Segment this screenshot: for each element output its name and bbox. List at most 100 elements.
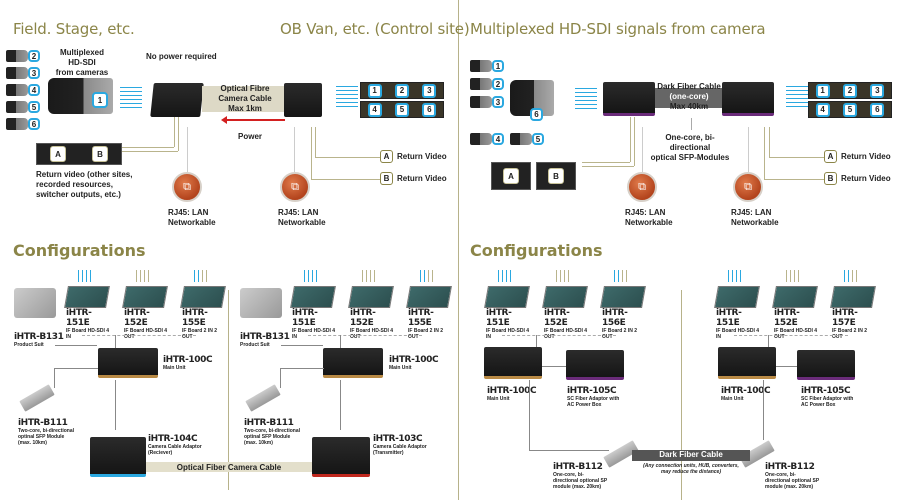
adaptor-desc: SC Fiber Adaptor with bbox=[567, 396, 620, 402]
sfp-desc: optinal SFP Module bbox=[244, 434, 291, 440]
adaptor-link bbox=[542, 366, 566, 367]
return-line bbox=[769, 127, 770, 157]
dark-fiber-cable bbox=[655, 88, 723, 108]
if-board: iHTR-151E IF Board HD-SDI 4 IN bbox=[290, 270, 338, 340]
return-label: Return Video bbox=[841, 151, 891, 161]
if-board: iHTR-151E IF Board HD-SDI 4 IN bbox=[64, 270, 112, 340]
return-line bbox=[769, 157, 824, 158]
return-line bbox=[634, 117, 635, 166]
sfp-desc: directional optional SP bbox=[553, 478, 608, 484]
adaptor-label: iHTR-104C Camera Cable Adaptor (Reciever… bbox=[148, 434, 202, 456]
lan-line bbox=[748, 127, 749, 172]
return-id: A bbox=[824, 150, 837, 163]
main-unit bbox=[98, 348, 158, 378]
lan-line bbox=[294, 127, 295, 172]
sfp-note-line: optical SFP-Modules bbox=[650, 153, 730, 162]
fiber-unit-left bbox=[603, 82, 655, 116]
dark-fiber-cable-bar: Dark Fiber Cable bbox=[632, 450, 750, 461]
sc-fiber-adaptor bbox=[566, 350, 624, 380]
lan-line-1: RJ45: LAN bbox=[168, 208, 209, 217]
main-model: iHTR-100C bbox=[163, 355, 213, 365]
if-board: iHTR-155E IF Board 2 IN 2 OUT bbox=[180, 270, 228, 340]
board-group: iHTR-151E IF Board HD-SDI 4 IN iHTR-152E… bbox=[484, 270, 648, 340]
mux-label-line1: Multiplexed HD-SDI bbox=[59, 48, 104, 67]
bus-line bbox=[768, 335, 769, 347]
sc-fiber-adaptor bbox=[797, 350, 855, 380]
board-image bbox=[600, 286, 646, 308]
camera-number: 5 bbox=[532, 133, 544, 145]
field-camera-list: 2 3 4 5 6 bbox=[6, 50, 40, 130]
lan-line-1: RJ45: LAN bbox=[278, 208, 319, 217]
return-line bbox=[582, 166, 634, 167]
rack-number: 1 bbox=[815, 83, 830, 98]
board-model: iHTR-151E bbox=[66, 308, 92, 328]
return-line bbox=[122, 151, 178, 152]
camera-cable-adaptor-transmitter bbox=[312, 437, 370, 477]
mux-signals-title: Multiplexed HD-SDI signals from camera bbox=[470, 20, 766, 38]
main-model: iHTR-100C bbox=[721, 386, 771, 396]
mux-label: Multiplexed HD-SDI from cameras bbox=[52, 48, 112, 78]
main-unit-label: iHTR-100C Main Unit bbox=[721, 386, 771, 402]
rack-number: 1 bbox=[367, 83, 382, 98]
lan-network-icon: ⧉ bbox=[733, 172, 763, 202]
board-group: iHTR-151E IF Board HD-SDI 4 IN iHTR-152E… bbox=[714, 270, 878, 340]
return-input-b: B Return Video bbox=[380, 172, 447, 185]
lan-line bbox=[187, 127, 188, 172]
config-title-left: Configurations bbox=[13, 241, 146, 260]
return-line bbox=[122, 147, 174, 148]
lan-line-1: RJ45: LAN bbox=[731, 208, 772, 217]
main-unit-label: iHTR-100C Main Unit bbox=[487, 386, 537, 402]
sfp-desc: Two-core, bi-directional bbox=[244, 428, 301, 434]
board-bus bbox=[734, 335, 848, 336]
rack-number: 6 bbox=[422, 102, 437, 117]
rack-number: 2 bbox=[394, 83, 409, 98]
board-desc: IF Board HD-SDI 4 OUT bbox=[544, 328, 588, 340]
return-line bbox=[630, 117, 631, 162]
board-image bbox=[64, 286, 110, 308]
main-desc: Main Unit bbox=[389, 365, 412, 371]
adaptor-line bbox=[115, 380, 116, 430]
dark-fiber-note: (Any connection units, HUB, converters, … bbox=[630, 463, 752, 475]
lan-line bbox=[642, 127, 643, 172]
sfp-model: iHTR-B112 bbox=[765, 462, 815, 472]
board-desc: IF Board 2 IN 2 OUT bbox=[602, 328, 638, 340]
dark-fiber-line bbox=[529, 380, 530, 450]
dark-fiber-line bbox=[529, 450, 609, 451]
return-label: Return Video bbox=[397, 173, 447, 183]
board-image bbox=[830, 286, 876, 308]
rack-number: 4 bbox=[815, 102, 830, 117]
note-line: recorded resources, bbox=[36, 180, 113, 189]
board-model: iHTR-152E bbox=[124, 308, 150, 328]
note-line: switcher outputs, etc.) bbox=[36, 190, 121, 199]
bus-line bbox=[340, 335, 341, 353]
product-suit: iHTR-B131 Product Suit bbox=[240, 332, 290, 348]
sfp-desc: module (max. 20km) bbox=[765, 484, 814, 490]
cable-label-1: Optical Fibre bbox=[220, 84, 270, 93]
board-model: iHTR-156E bbox=[602, 308, 628, 328]
lan-network-icon: ⧉ bbox=[627, 172, 657, 202]
lan-label: RJ45: LAN Networkable bbox=[731, 208, 779, 228]
camera: 1 bbox=[470, 60, 504, 72]
adaptor-model: iHTR-103C bbox=[373, 434, 423, 444]
sfp-desc: directional optional SP bbox=[765, 478, 820, 484]
ccu-control-unit bbox=[284, 83, 322, 117]
monitor-b: B bbox=[536, 162, 576, 190]
board-desc: IF Board 2 IN 2 OUT bbox=[182, 328, 218, 340]
camera-number: 3 bbox=[492, 96, 504, 108]
sfp-model: iHTR-B111 bbox=[244, 418, 294, 428]
lan-label: RJ45: LAN Networkable bbox=[168, 208, 216, 228]
return-input-b: B Return Video bbox=[824, 172, 891, 185]
signal-lines-left bbox=[575, 88, 597, 109]
bus-line bbox=[536, 335, 537, 347]
signal-lines-right bbox=[786, 86, 808, 107]
camera-icon bbox=[470, 60, 492, 72]
if-board: iHTR-151E IF Board HD-SDI 4 IN bbox=[484, 270, 532, 340]
sfp-model: iHTR-B111 bbox=[18, 418, 68, 428]
signal-lines-right bbox=[336, 86, 358, 107]
output-arrows bbox=[786, 270, 820, 282]
power-arrowhead bbox=[221, 116, 227, 124]
main-unit bbox=[484, 347, 542, 379]
suit-model: iHTR-B131 bbox=[240, 332, 290, 342]
lan-network-icon: ⧉ bbox=[172, 172, 202, 202]
return-id: B bbox=[380, 172, 393, 185]
